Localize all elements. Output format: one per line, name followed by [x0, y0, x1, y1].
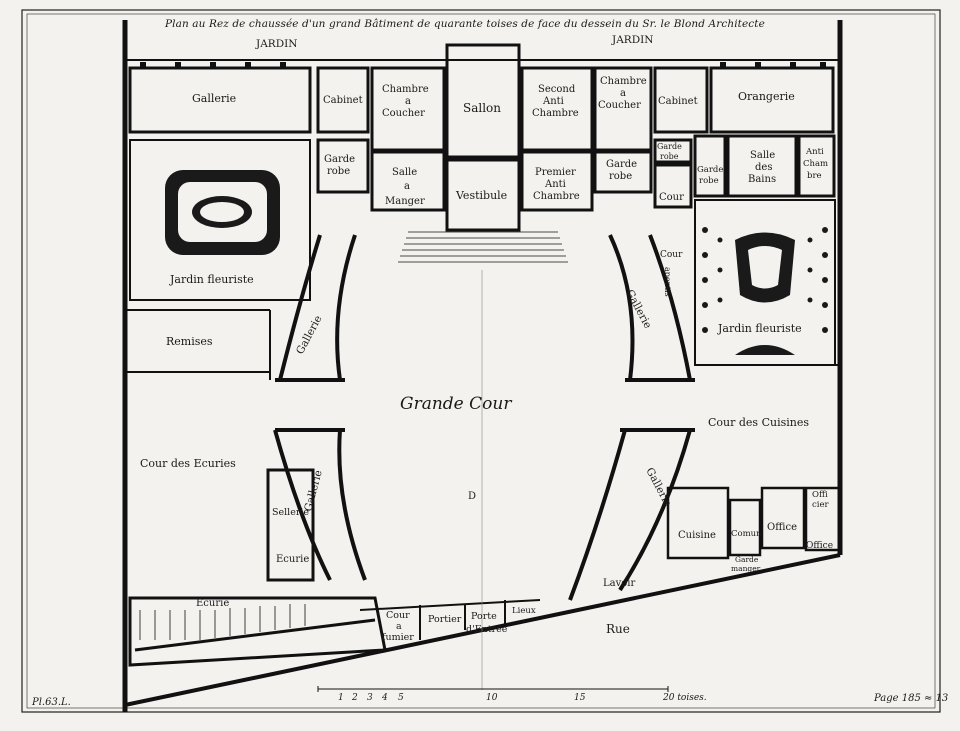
columns-top [140, 62, 826, 68]
label-grande-cour: Grande Cour [400, 394, 512, 414]
scale-tick-5: 5 [398, 693, 404, 703]
label-office: Office [767, 522, 797, 533]
label-chambre-right-1: Chambre [600, 76, 647, 87]
label-garde-manger-2: manger [731, 564, 761, 573]
label-cour-apentis-1: Cour [660, 250, 683, 260]
top-wing-walls [128, 43, 835, 159]
label-sallon: Sallon [463, 101, 501, 115]
label-sellerie: Sellerie [272, 507, 309, 518]
entrance-block [359, 599, 541, 640]
label-anti-chambre-1: Anti [805, 147, 824, 157]
label-garde-robe-bains-1: Garde [697, 165, 723, 175]
gallerie-upper-left [275, 234, 357, 382]
label-salle-manger-1: Salle [392, 167, 417, 178]
label-ecurie-small: Ecurie [276, 554, 309, 565]
label-second-anti-2: Anti [542, 96, 564, 107]
label-chambre-left-2: a [405, 96, 411, 107]
second-row-walls [316, 134, 836, 232]
label-anti-chambre-3: bre [807, 171, 822, 181]
scale-tick-20: 20 toises. [662, 693, 707, 703]
label-ecurie-long: Ecurie [196, 598, 229, 609]
label-chambre-right-2: a [620, 88, 626, 99]
label-anti-chambre-2: Cham [803, 159, 828, 169]
label-garde-robe-small-1: Garde [657, 142, 682, 151]
scale-tick-4: 4 [381, 693, 388, 703]
label-porte-entree-1: Porte [471, 611, 497, 622]
label-premier-anti-2: Anti [544, 179, 566, 190]
label-garde-robe-left-1: Garde [324, 154, 355, 165]
label-gallerie-right-upper: Gallerie [623, 288, 653, 331]
label-cour-apentis-2: apentis [663, 267, 672, 297]
label-garde-robe-small-2: robe [660, 152, 679, 161]
label-jardin-right: JARDIN [611, 34, 653, 46]
building-outline [122, 20, 843, 712]
gallerie-lower-left [273, 428, 367, 581]
label-cour-small: Cour [659, 192, 684, 203]
label-salle-manger-2: a [404, 181, 410, 192]
label-point-d: D [468, 491, 476, 502]
label-lavoir: Lavoir [603, 578, 635, 589]
label-cour-ecuries: Cour des Ecuries [140, 457, 236, 470]
label-jardin-left: JARDIN [255, 38, 297, 50]
label-cour-cuisines: Cour des Cuisines [708, 416, 809, 429]
label-gallerie-top: Gallerie [192, 92, 236, 105]
plan-title: Plan au Rez de chaussée d'un grand Bâtim… [165, 18, 765, 30]
garden-right [694, 199, 836, 366]
label-garde-robe-left-2: robe [327, 166, 350, 177]
label-second-anti-1: Second [538, 84, 576, 95]
label-gallerie-left-upper: Gallerie [294, 314, 324, 357]
label-chambre-left-3: Coucher [382, 108, 425, 119]
label-vestibule: Vestibule [455, 189, 507, 202]
label-garde-robe-bains-2: robe [699, 176, 719, 186]
label-garde-robe-mid-1: Garde [606, 159, 637, 170]
label-comun: Comun [731, 529, 762, 539]
label-jardin-fleuriste-left: Jardin fleuriste [169, 273, 254, 286]
page-reference: Page 185 ≈ 13 [874, 693, 949, 704]
scale-tick-15: 15 [574, 693, 586, 703]
label-salle-manger-3: Manger [385, 196, 425, 207]
label-garde-manger-1: Garde [735, 555, 759, 564]
label-salle-bains-1: Salle [750, 150, 775, 161]
scale-tick-1: 1 [338, 693, 344, 703]
scale-tick-10: 10 [486, 693, 498, 703]
left-service-walls [125, 309, 840, 582]
label-cabinet-left: Cabinet [323, 95, 363, 106]
gallerie-lower-right [568, 428, 695, 601]
ecurie-long [128, 596, 387, 667]
label-lieux: Lieux [512, 606, 536, 616]
label-orangerie: Orangerie [738, 90, 795, 103]
entrance-steps [398, 231, 568, 263]
label-cour-fumier-1: Cour [386, 610, 410, 621]
label-salle-bains-2: des [755, 162, 772, 173]
label-office-right: Office [806, 541, 833, 551]
label-remises: Remises [166, 335, 213, 348]
scale-bar [317, 686, 669, 692]
garden-left [129, 139, 311, 301]
kitchen-walls [666, 486, 842, 560]
label-rue: Rue [606, 622, 630, 636]
label-jardin-fleuriste-right: Jardin fleuriste [717, 322, 802, 335]
label-officier-1: Offi [812, 490, 828, 500]
label-second-anti-3: Chambre [532, 108, 579, 119]
scale-tick-3: 3 [367, 693, 373, 703]
label-cour-fumier-2: a [396, 621, 402, 632]
label-cabinet-right: Cabinet [658, 96, 698, 107]
plate-reference: Pl.63.L. [32, 697, 71, 708]
label-cuisine: Cuisine [678, 530, 716, 541]
gallerie-upper-right [608, 234, 695, 382]
scale-tick-2: 2 [351, 693, 358, 703]
label-chambre-left-1: Chambre [382, 84, 429, 95]
label-cour-fumier-3: fumier [382, 632, 414, 643]
label-garde-robe-mid-2: robe [609, 171, 632, 182]
label-premier-anti-1: Premier [535, 167, 576, 178]
label-portier: Portier [428, 614, 462, 625]
label-premier-anti-3: Chambre [533, 191, 580, 202]
label-salle-bains-3: Bains [748, 174, 776, 185]
label-porte-entree-2: d'Entree [466, 624, 508, 635]
label-chambre-right-3: Coucher [598, 100, 641, 111]
label-officier-2: cier [812, 500, 830, 510]
